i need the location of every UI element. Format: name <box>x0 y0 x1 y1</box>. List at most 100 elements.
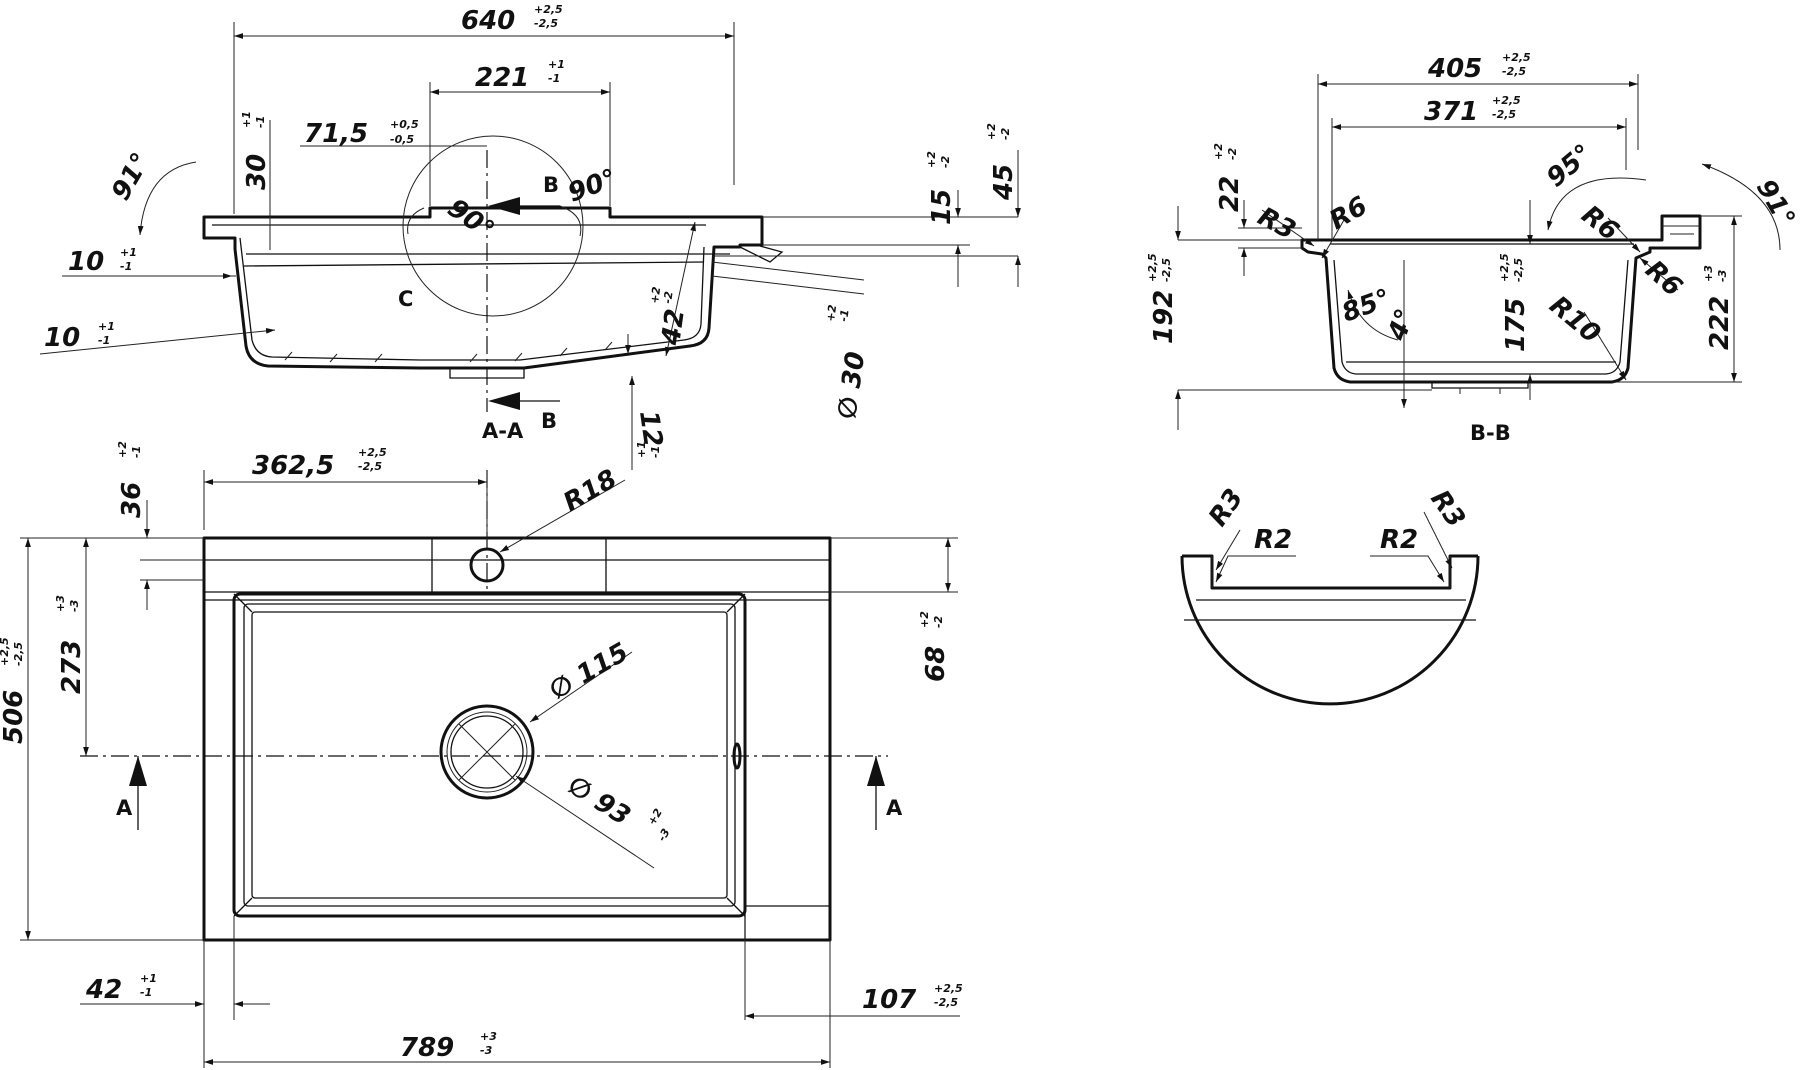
svg-text:-1: -1 <box>98 334 110 347</box>
svg-text:-2: -2 <box>932 615 945 628</box>
angle-90-right: 90° <box>564 164 620 209</box>
svg-text:+0,5: +0,5 <box>390 118 419 131</box>
plan-outline <box>202 536 832 942</box>
dim-273: 273 <box>57 640 87 694</box>
dim-30-recess: 30 <box>242 154 272 190</box>
svg-text:-2: -2 <box>999 127 1012 140</box>
detail-c-view: R3 R2 R3 R2 <box>1180 484 1480 706</box>
svg-text:-2: -2 <box>661 290 676 304</box>
svg-text:-2,5: -2,5 <box>12 642 25 666</box>
angle-91-bb: 91° <box>1750 175 1800 233</box>
svg-text:+2,5: +2,5 <box>1146 253 1159 282</box>
section-aa-view: B B A-A C 640 +2,5 -2,5 221 +1 -1 71,5 +… <box>39 3 1021 470</box>
svg-text:+2,5: +2,5 <box>1502 51 1531 64</box>
dim-overflow-30: ∅ 30 <box>832 350 871 421</box>
svg-text:+3: +3 <box>54 595 67 612</box>
svg-text:+1: +1 <box>548 58 565 71</box>
svg-text:+2: +2 <box>116 441 129 458</box>
svg-text:-2: -2 <box>1226 147 1239 160</box>
svg-text:+2: +2 <box>918 611 931 628</box>
dim-222: 222 <box>1705 296 1735 350</box>
detail-r2-right: R2 <box>1380 525 1418 555</box>
svg-text:+2: +2 <box>985 123 998 140</box>
svg-text:-2,5: -2,5 <box>934 996 958 1009</box>
detail-r2-left: R2 <box>1254 525 1292 555</box>
dim-36: 36 <box>117 482 147 518</box>
svg-text:-1: -1 <box>130 446 143 458</box>
dim-42-inner: 42 <box>656 307 691 348</box>
detail-c-label: C <box>398 287 413 311</box>
svg-text:+1: +1 <box>120 246 137 259</box>
section-mark-a-right: A <box>886 796 903 820</box>
svg-text:+2: +2 <box>645 806 665 827</box>
dim-640: 640 <box>461 6 515 36</box>
dim-192: 192 <box>1149 290 1179 344</box>
section-mark-b-top: B <box>543 173 559 197</box>
section-bb-view: B-B 405 +2,5 -2,5 371 +2,5 -2,5 192 +2,5… <box>1146 51 1800 445</box>
svg-text:+2,5: +2,5 <box>358 446 387 459</box>
svg-text:-3: -3 <box>480 1044 493 1057</box>
angle-95: 95° <box>1541 139 1598 194</box>
svg-text:-3: -3 <box>1716 269 1729 282</box>
floor-hatching <box>284 341 613 363</box>
svg-text:+2: +2 <box>824 304 839 323</box>
detail-r3-left: R3 <box>1203 484 1249 532</box>
svg-text:+2,5: +2,5 <box>534 3 563 16</box>
dim-107: 107 <box>862 985 917 1015</box>
svg-text:-3: -3 <box>68 599 81 612</box>
svg-text:+2: +2 <box>925 151 938 168</box>
dim-45: 45 <box>989 164 1019 201</box>
dim-789: 789 <box>400 1033 454 1063</box>
drain-outer <box>439 704 535 800</box>
detail-c-arc <box>1180 555 1480 706</box>
dim-r18: R18 <box>559 464 623 518</box>
radius-r3: R3 <box>1253 202 1301 246</box>
dim-12: 12 <box>633 409 668 449</box>
section-mark-a-left: A <box>116 796 133 820</box>
svg-text:+2,5: +2,5 <box>0 637 11 666</box>
svg-text:-1: -1 <box>837 308 852 322</box>
dim-506: 506 <box>0 690 29 744</box>
radius-r6-right: R6 <box>1639 255 1687 303</box>
dim-drain-115: ∅ 115 <box>545 637 634 706</box>
svg-text:-1: -1 <box>548 72 560 85</box>
svg-text:-2,5: -2,5 <box>1492 108 1516 121</box>
dim-221: 221 <box>475 63 529 93</box>
svg-text:+1: +1 <box>635 441 648 458</box>
dim-405: 405 <box>1427 54 1482 84</box>
detail-c-circle <box>402 135 584 317</box>
angle-90-left: 90° <box>442 193 499 246</box>
svg-text:+3: +3 <box>1702 265 1715 282</box>
svg-text:+2,5: +2,5 <box>1492 94 1521 107</box>
radius-r10: R10 <box>1544 290 1606 349</box>
section-mark-b-bottom: B <box>541 409 557 433</box>
dim-22: 22 <box>1215 176 1245 212</box>
dim-71-5: 71,5 <box>304 119 368 149</box>
svg-text:-3: -3 <box>655 826 673 843</box>
section-aa-label: A-A <box>482 419 524 443</box>
svg-text:-1: -1 <box>254 116 267 128</box>
svg-text:+2: +2 <box>648 286 663 305</box>
svg-text:-2,5: -2,5 <box>358 460 382 473</box>
svg-text:-0,5: -0,5 <box>390 133 414 146</box>
dim-15: 15 <box>927 189 957 225</box>
svg-text:-2,5: -2,5 <box>1502 65 1526 78</box>
svg-text:+3: +3 <box>480 1030 497 1043</box>
svg-text:-2,5: -2,5 <box>534 17 558 30</box>
svg-text:-2,5: -2,5 <box>1512 258 1525 282</box>
svg-text:+1: +1 <box>240 111 253 128</box>
svg-text:-1: -1 <box>140 986 152 999</box>
svg-text:-2: -2 <box>939 155 952 168</box>
section-bb-label: B-B <box>1470 421 1511 445</box>
svg-text:+1: +1 <box>140 972 157 985</box>
svg-text:-2,5: -2,5 <box>1160 258 1173 282</box>
section-aa-inner-line <box>239 237 705 361</box>
dim-drain-93: ∅ 93 <box>562 770 635 831</box>
drain-inner <box>450 715 524 789</box>
dim-68: 68 <box>921 646 951 682</box>
dim-175: 175 <box>1501 298 1531 352</box>
bowl-outline <box>232 592 747 918</box>
dim-362-5: 362,5 <box>252 451 334 481</box>
svg-text:+2,5: +2,5 <box>1498 253 1511 282</box>
